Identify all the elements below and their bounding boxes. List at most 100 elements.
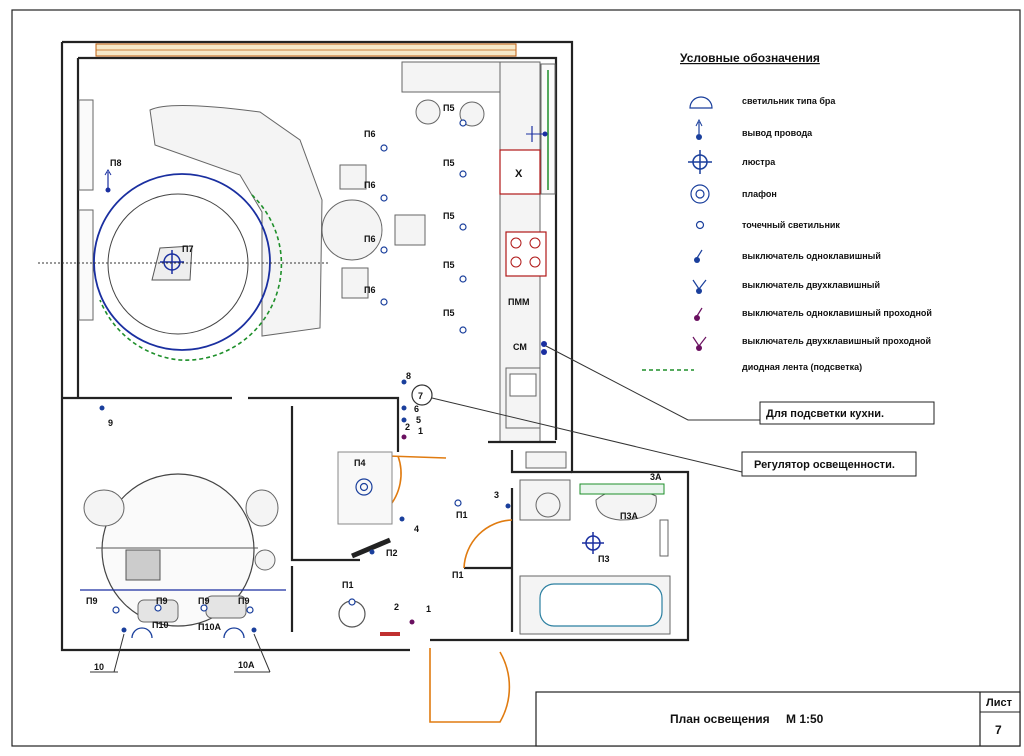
- leader-10: [113, 633, 125, 673]
- label-5: 5: [416, 415, 421, 425]
- label-p5e: П5: [443, 308, 454, 318]
- towel-rail: [659, 519, 669, 557]
- sheet-label: Лист: [986, 697, 1013, 709]
- toilet: [535, 492, 561, 518]
- sink-bowl: [509, 373, 537, 397]
- hob-burner-3: [510, 256, 522, 268]
- label-p10: П10: [152, 620, 168, 630]
- label-10a: 10А: [238, 660, 255, 670]
- spotlight-icon: [695, 220, 705, 230]
- callout-kitchen-box: [759, 401, 935, 425]
- inner-wall-top: [78, 56, 558, 440]
- hob-burner-2: [529, 237, 541, 249]
- wall-bath-top: [510, 450, 572, 474]
- outer-wall-west: [60, 42, 410, 652]
- label-p1c: П1: [342, 580, 353, 590]
- chandelier-icon: [160, 250, 184, 274]
- legend-label-spotlight: точечный светильник: [742, 220, 840, 230]
- ceiling-lamp-icon: [355, 478, 373, 496]
- switch-8: [401, 379, 407, 385]
- sconce-icon: [131, 627, 153, 639]
- hob: [505, 231, 547, 277]
- chandelier-icon: [688, 150, 712, 174]
- dimmer-circle: [411, 384, 433, 406]
- spotlight-p1c: [348, 598, 356, 606]
- ceiling-lamp-icon: [690, 184, 710, 204]
- door-closet-leaf: [387, 455, 447, 459]
- spotlight-p5c: [459, 223, 467, 231]
- label-p3: П3: [598, 554, 609, 564]
- spotlight-p6c: [380, 246, 388, 254]
- stove: [499, 149, 541, 195]
- label-p2: П2: [386, 548, 397, 558]
- double-switch-icon: [692, 279, 707, 294]
- leader-dimmer: [431, 397, 743, 473]
- spotlight-p6b: [380, 194, 388, 202]
- label-1a: 1: [418, 426, 423, 436]
- bathtub: [539, 583, 663, 627]
- switch-3: [505, 503, 511, 509]
- wire-outlet-icon: [526, 126, 548, 142]
- floor-plan: X ПММ СМ П7 П8: [38, 40, 760, 723]
- stove-mark: X: [515, 168, 523, 180]
- label-9: 9: [108, 418, 113, 428]
- switch-10: [121, 627, 127, 633]
- spotlight-p9a: [112, 606, 120, 614]
- label-p5b: П5: [443, 158, 454, 168]
- window-left-1: [78, 99, 94, 191]
- title-block-frame: [535, 691, 1021, 747]
- spotlight-p5b: [459, 170, 467, 178]
- label-p9a: П9: [86, 596, 97, 606]
- coffee-rug: [107, 193, 249, 335]
- label-p6d: П6: [364, 285, 375, 295]
- spotlight-p5d: [459, 275, 467, 283]
- label-p1a: П1: [456, 510, 467, 520]
- label-p7: П7: [182, 244, 193, 254]
- spotlight-p1a: [454, 499, 462, 507]
- chair-right: [394, 214, 426, 246]
- legend-label-wire-outlet: вывод провода: [742, 128, 813, 138]
- sconce-icon: [223, 627, 245, 639]
- spotlight-p6d: [380, 298, 388, 306]
- label-3a: 3А: [650, 472, 662, 482]
- threshold: [380, 632, 400, 636]
- leader-10a: [253, 633, 271, 673]
- spotlight-p9c: [200, 604, 208, 612]
- legend-label-sconce: светильник типа бра: [742, 96, 836, 106]
- label-p9c: П9: [198, 596, 209, 606]
- bed-pillow: [125, 549, 161, 581]
- switch-10a: [251, 627, 257, 633]
- callout-dimmer: Регулятор освещенности.: [741, 451, 917, 477]
- window-left-2: [78, 209, 94, 321]
- wall-corridor-top: [248, 396, 400, 452]
- wall-closet: [290, 406, 360, 562]
- switch-5: [401, 417, 407, 423]
- legend-label-single-pass-switch: выключатель одноклавишный проходной: [742, 308, 932, 318]
- bath-sink-unit: [525, 451, 567, 469]
- kitchen-counter-top: [401, 61, 501, 93]
- legend-label-led-strip: диодная лента (подсветка): [742, 362, 862, 372]
- legend-label-double-switch: выключатель двухклавишный: [742, 280, 880, 290]
- label-p6b: П6: [364, 180, 375, 190]
- double-pass-switch-icon: [692, 336, 707, 351]
- dishwasher-label: ПММ: [508, 297, 529, 307]
- label-p4: П4: [354, 458, 365, 468]
- door-entrance: [429, 648, 511, 723]
- spotlight-p9b: [154, 604, 162, 612]
- label-2a: 2: [405, 422, 410, 432]
- label-4: 4: [414, 524, 419, 534]
- closet-area: [337, 451, 393, 525]
- switch-4: [399, 516, 405, 522]
- label-p5a: П5: [443, 103, 454, 113]
- round-bed: [101, 473, 255, 627]
- label-p1b: П1: [452, 570, 463, 580]
- chair-top: [339, 164, 367, 190]
- label-p3a: П3А: [620, 511, 638, 521]
- legend-label-ceiling-lamp: плафон: [742, 189, 777, 199]
- bath-led-bar: [579, 483, 665, 495]
- single-switch-icon: [541, 341, 547, 355]
- switch-1-pass: [401, 434, 407, 440]
- chandelier-icon: [582, 532, 604, 554]
- single-pass-switch-icon: [694, 307, 703, 321]
